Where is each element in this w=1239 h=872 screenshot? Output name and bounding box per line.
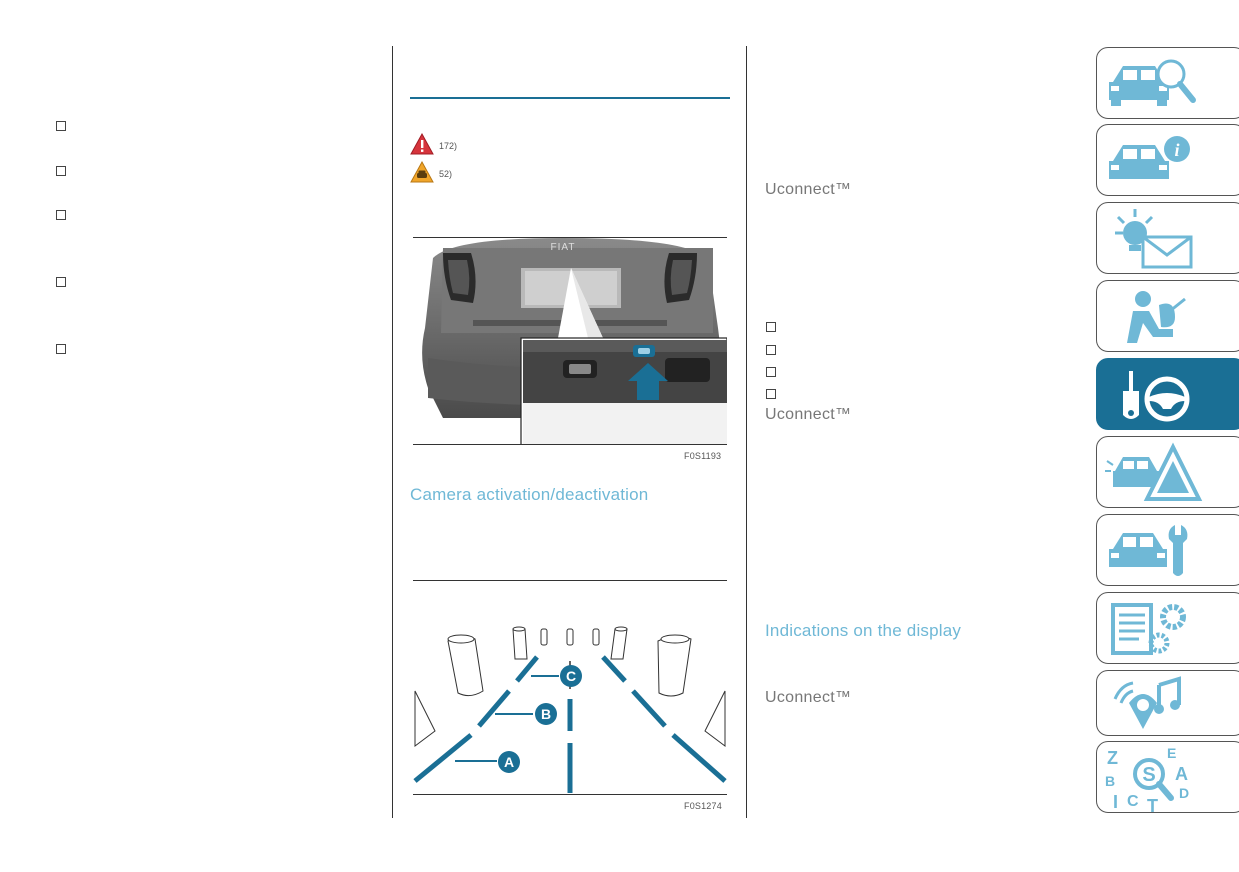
- warning-triangle-red-icon: [410, 133, 434, 155]
- bullet-checkbox: [766, 322, 776, 332]
- section-heading: Indications on the display: [765, 621, 962, 640]
- warning-ref-text: 52): [439, 169, 453, 179]
- svg-text:Z: Z: [1107, 748, 1118, 768]
- uconnect-label: Uconnect™: [765, 689, 852, 706]
- uconnect-label: Uconnect™: [765, 181, 852, 198]
- marker-label: B: [541, 706, 551, 722]
- multimedia-icon: [1113, 676, 1181, 729]
- side-tab-warning-lights[interactable]: [1096, 202, 1239, 274]
- section-rule: [410, 97, 730, 99]
- bullet-checkbox: [56, 210, 66, 220]
- side-tab-maintenance[interactable]: [1096, 514, 1239, 586]
- parking-guidelines-illustration: C B A: [413, 626, 727, 793]
- column-divider-left: [392, 46, 393, 818]
- warning-ref-text: 172): [439, 141, 458, 151]
- figure-top-rule: [413, 580, 727, 581]
- bullet-checkbox: [766, 367, 776, 377]
- figure-code: F0S1193: [684, 451, 722, 461]
- airbag-seat-icon: [1127, 291, 1186, 343]
- figure-parking-lines: C B A: [413, 580, 727, 796]
- side-tab-car-info[interactable]: i: [1096, 124, 1239, 196]
- side-tab-emergency[interactable]: [1096, 436, 1239, 508]
- marker-label: C: [566, 668, 576, 684]
- section-heading: Camera activation/deactivation: [410, 485, 649, 504]
- svg-text:A: A: [1175, 764, 1188, 784]
- svg-text:S: S: [1142, 764, 1155, 786]
- figure-code: F0S1274: [684, 801, 722, 811]
- car-wrench-icon: [1109, 525, 1188, 576]
- bullet-checkbox: [766, 389, 776, 399]
- side-tab-technical-data[interactable]: [1096, 592, 1239, 664]
- car-caution-orange-icon: [410, 161, 434, 183]
- key-steering-wheel-icon: [1123, 371, 1190, 422]
- marker-label: A: [504, 754, 514, 770]
- side-tab-starting-driving[interactable]: [1096, 358, 1239, 430]
- car-rear-illustration: FIAT: [422, 238, 727, 445]
- svg-text:T: T: [1147, 796, 1158, 812]
- svg-text:B: B: [1105, 773, 1115, 789]
- figure-bottom-rule: [413, 444, 727, 445]
- bullet-checkbox: [56, 166, 66, 176]
- alphabet-index-icon: Z B I C T E A D S: [1105, 746, 1189, 812]
- svg-text:i: i: [1174, 140, 1179, 160]
- figure-top-rule: [413, 237, 727, 238]
- svg-text:I: I: [1113, 792, 1118, 812]
- side-tab-index[interactable]: Z B I C T E A D S: [1096, 741, 1239, 813]
- bullet-checkbox: [56, 121, 66, 131]
- figure-car-rear: FIAT: [413, 237, 727, 445]
- uconnect-label: Uconnect™: [765, 406, 852, 423]
- side-tab-safety[interactable]: [1096, 280, 1239, 352]
- car-info-icon: i: [1109, 136, 1190, 179]
- warning-light-message-icon: [1115, 209, 1193, 269]
- svg-text:C: C: [1127, 793, 1139, 810]
- side-tab-multimedia[interactable]: [1096, 670, 1239, 736]
- column-divider-right: [746, 46, 747, 818]
- svg-text:D: D: [1179, 785, 1189, 801]
- bullet-checkbox: [56, 344, 66, 354]
- car-search-icon: [1109, 59, 1196, 106]
- car-hazard-triangle-icon: [1105, 442, 1203, 501]
- bullet-checkbox: [766, 345, 776, 355]
- figure-bottom-rule: [413, 794, 727, 795]
- car-brand-text: FIAT: [551, 242, 576, 253]
- side-tab-car-search[interactable]: [1096, 47, 1239, 119]
- svg-text:E: E: [1167, 746, 1176, 761]
- list-gears-icon: [1111, 603, 1186, 655]
- bullet-checkbox: [56, 277, 66, 287]
